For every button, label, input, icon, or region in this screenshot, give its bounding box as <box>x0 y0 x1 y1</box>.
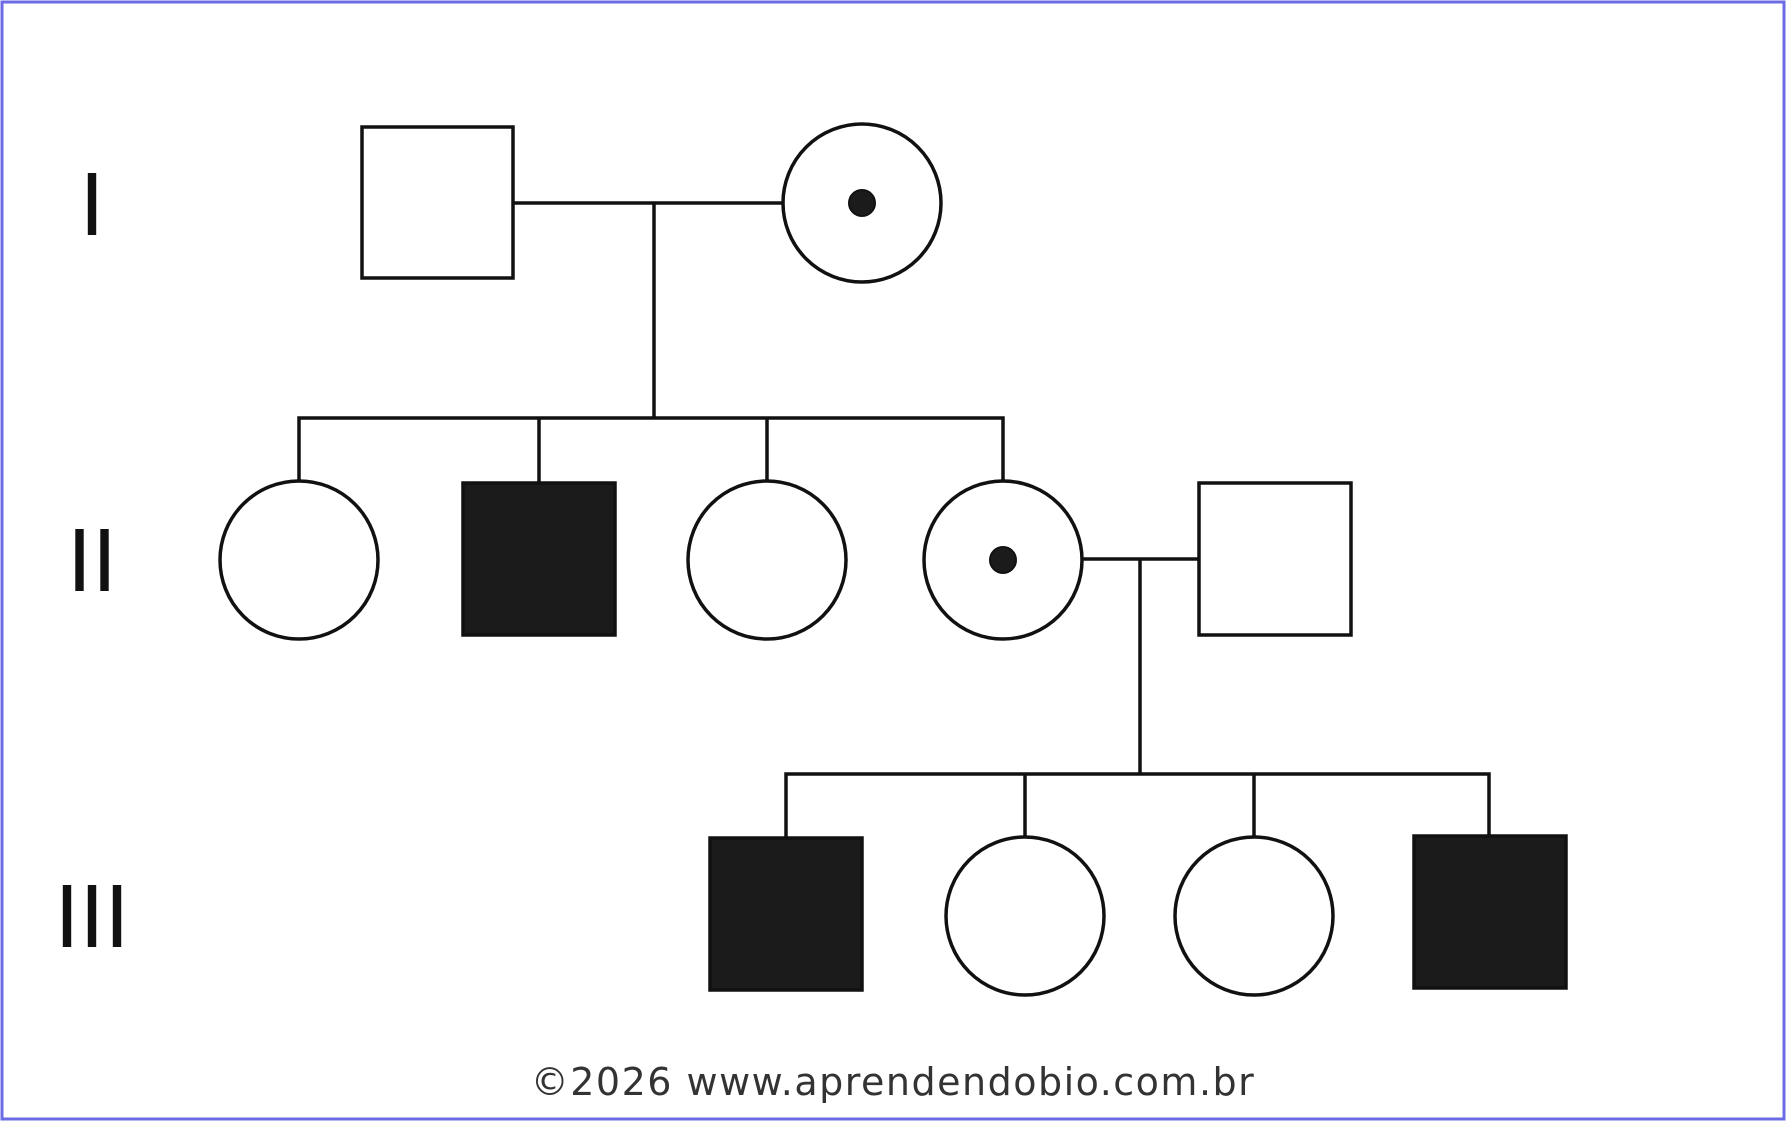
individual-iii-4-male-affected <box>1412 834 1568 990</box>
generation-label-3: III <box>54 867 129 967</box>
generation-label-2: II <box>67 511 117 611</box>
individual-ii-1-female-unaffected <box>218 479 380 641</box>
generation-label-1: I <box>79 155 104 255</box>
carrier-dot-i-2 <box>848 189 876 217</box>
individual-ii-5-male-unaffected <box>1197 481 1353 637</box>
sibship-line-gen2 <box>297 416 1005 481</box>
individual-iii-1-male-affected <box>708 836 864 992</box>
individual-iii-2-female-unaffected <box>944 835 1106 997</box>
individual-ii-3-female-unaffected <box>686 479 848 641</box>
copyright-text: ©2026 www.aprendendobio.com.br <box>531 1060 1256 1104</box>
individual-iii-3-female-unaffected <box>1173 835 1335 997</box>
carrier-dot-ii-4 <box>989 546 1017 574</box>
individual-i-1-male-unaffected <box>360 125 515 280</box>
individual-ii-2-male-affected <box>461 481 617 637</box>
sibship-line-gen3 <box>784 772 1491 838</box>
pedigree-lines <box>297 201 1491 838</box>
